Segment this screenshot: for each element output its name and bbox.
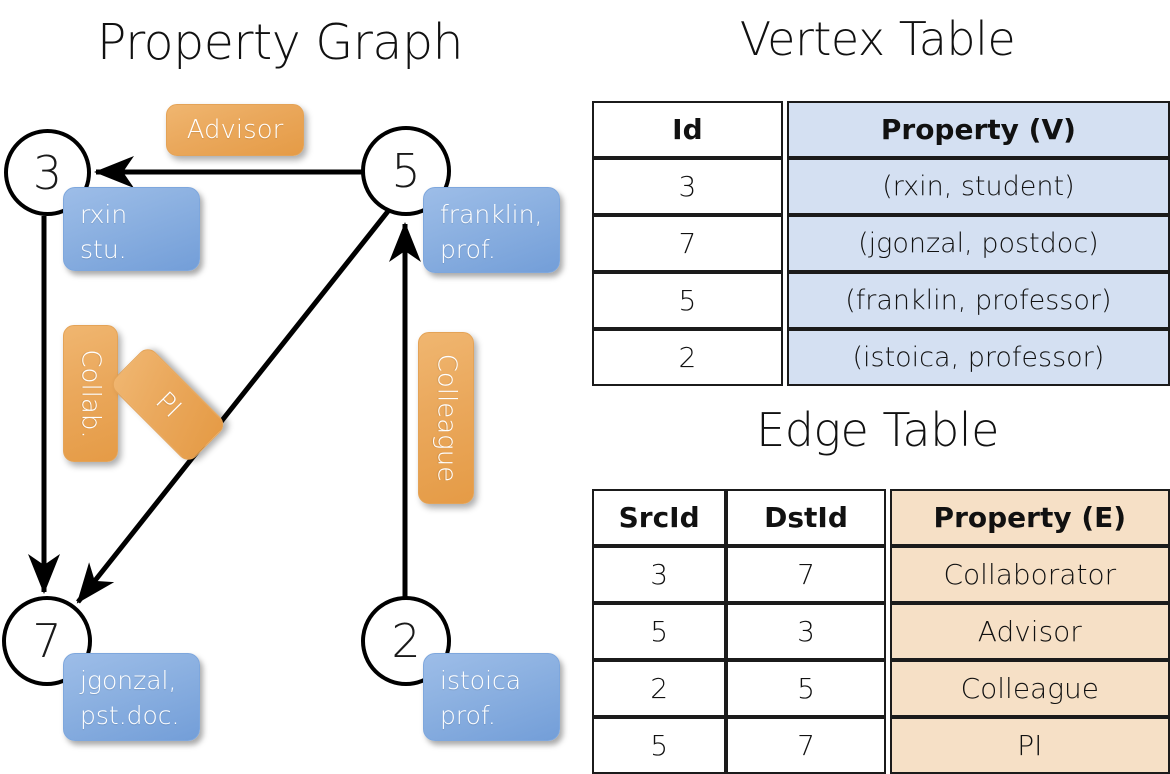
edge-cell-dstid: 7 [726, 717, 886, 774]
vertex-table-header-row: Id Property (V) [592, 101, 1170, 158]
edge-label-colleague-text: Colleague [431, 353, 462, 483]
edge-cell-property: Collaborator [889, 546, 1170, 603]
vertex-table-column-gap [782, 215, 787, 272]
table-row[interactable]: 7 (jgonzal, postdoc) [592, 215, 1170, 272]
vertex-table: Id Property (V) 3 (rxin, student) 7 (jgo… [592, 101, 1170, 386]
page-title-property-graph: Property Graph [96, 14, 464, 71]
vertex-cell-property: (jgonzal, postdoc) [786, 215, 1170, 272]
edge-table-column-gap [885, 717, 890, 774]
table-row[interactable]: 2 (istoica, professor) [592, 329, 1170, 386]
property-graph-diagram: 3 5 7 2 rxin stu. franklin, prof. jgonza… [0, 0, 585, 760]
page-title-edge-table: Edge Table [756, 403, 999, 457]
vertex-property-box-7[interactable]: jgonzal, pst.doc. [63, 653, 200, 741]
vertex-table-column-gap [782, 158, 787, 215]
edge-cell-dstid: 3 [726, 603, 886, 660]
edge-cell-srcid: 5 [592, 603, 727, 660]
vertex-property-7-line1: jgonzal, [80, 666, 177, 695]
table-row[interactable]: 5 3 Advisor [592, 603, 1170, 660]
edge-cell-srcid: 3 [592, 546, 727, 603]
vertex-property-2-line2: prof. [440, 700, 496, 730]
graph-node-5[interactable]: 5 [361, 126, 451, 216]
edge-table-header-dstid: DstId [726, 489, 886, 546]
vertex-table-column-gap [782, 272, 787, 329]
edge-cell-srcid: 5 [592, 717, 727, 774]
edge-table-column-gap [885, 660, 890, 717]
page-title-vertex-table: Vertex Table [739, 12, 1016, 66]
edge-label-pi-text: PI [149, 385, 187, 424]
vertex-property-box-3[interactable]: rxin stu. [63, 187, 200, 271]
edge-5-to-7 [76, 208, 391, 604]
vertex-table-header-id: Id [592, 101, 783, 158]
vertex-cell-id: 3 [592, 158, 783, 215]
vertex-property-5-line1: franklin, [440, 200, 543, 229]
edge-cell-property: Advisor [889, 603, 1170, 660]
vertex-property-7-line2: pst.doc. [80, 700, 180, 730]
edge-table: SrcId DstId Property (E) 3 7 Collaborato… [592, 489, 1170, 774]
graph-node-3-label: 3 [32, 145, 63, 200]
vertex-table-header-property: Property (V) [786, 101, 1170, 158]
vertex-table-column-gap [782, 101, 787, 158]
vertex-cell-id: 2 [592, 329, 783, 386]
edge-label-colleague[interactable]: Colleague [418, 332, 474, 504]
vertex-cell-property: (franklin, professor) [786, 272, 1170, 329]
edge-label-advisor[interactable]: Advisor [166, 104, 304, 156]
vertex-property-2-line1: istoica [440, 666, 522, 695]
vertex-cell-property: (istoica, professor) [786, 329, 1170, 386]
graph-node-2-label: 2 [391, 614, 421, 668]
table-row[interactable]: 3 (rxin, student) [592, 158, 1170, 215]
edge-cell-srcid: 2 [592, 660, 727, 717]
vertex-cell-property: (rxin, student) [786, 158, 1170, 215]
table-row[interactable]: 2 5 Colleague [592, 660, 1170, 717]
vertex-property-box-2[interactable]: istoica prof. [423, 653, 560, 741]
edge-cell-dstid: 7 [726, 546, 886, 603]
edge-cell-property: Colleague [889, 660, 1170, 717]
graph-edges-layer [28, 156, 421, 604]
edge-cell-property: PI [889, 717, 1170, 774]
graph-node-2[interactable]: 2 [361, 596, 451, 686]
edge-cell-dstid: 5 [726, 660, 886, 717]
table-row[interactable]: 3 7 Collaborator [592, 546, 1170, 603]
edge-table-header-property: Property (E) [889, 489, 1170, 546]
edge-label-collab-text: Collab. [75, 348, 106, 439]
vertex-property-5-line2: prof. [440, 234, 496, 264]
edge-table-column-gap [885, 546, 890, 603]
vertex-property-3-line2: stu. [80, 234, 127, 264]
vertex-cell-id: 5 [592, 272, 783, 329]
graph-node-7-label: 7 [32, 614, 62, 668]
vertex-cell-id: 7 [592, 215, 783, 272]
vertex-property-box-5[interactable]: franklin, prof. [423, 187, 560, 273]
edge-table-column-gap [885, 603, 890, 660]
edge-table-column-gap [885, 489, 890, 546]
vertex-property-3-line1: rxin [80, 200, 128, 229]
table-row[interactable]: 5 (franklin, professor) [592, 272, 1170, 329]
edge-table-header-srcid: SrcId [592, 489, 727, 546]
edge-label-advisor-text: Advisor [186, 115, 284, 145]
vertex-table-column-gap [782, 329, 787, 386]
edge-table-header-row: SrcId DstId Property (E) [592, 489, 1170, 546]
table-row[interactable]: 5 7 PI [592, 717, 1170, 774]
edge-label-collab[interactable]: Collab. [63, 325, 118, 462]
graph-node-5-label: 5 [391, 144, 421, 198]
